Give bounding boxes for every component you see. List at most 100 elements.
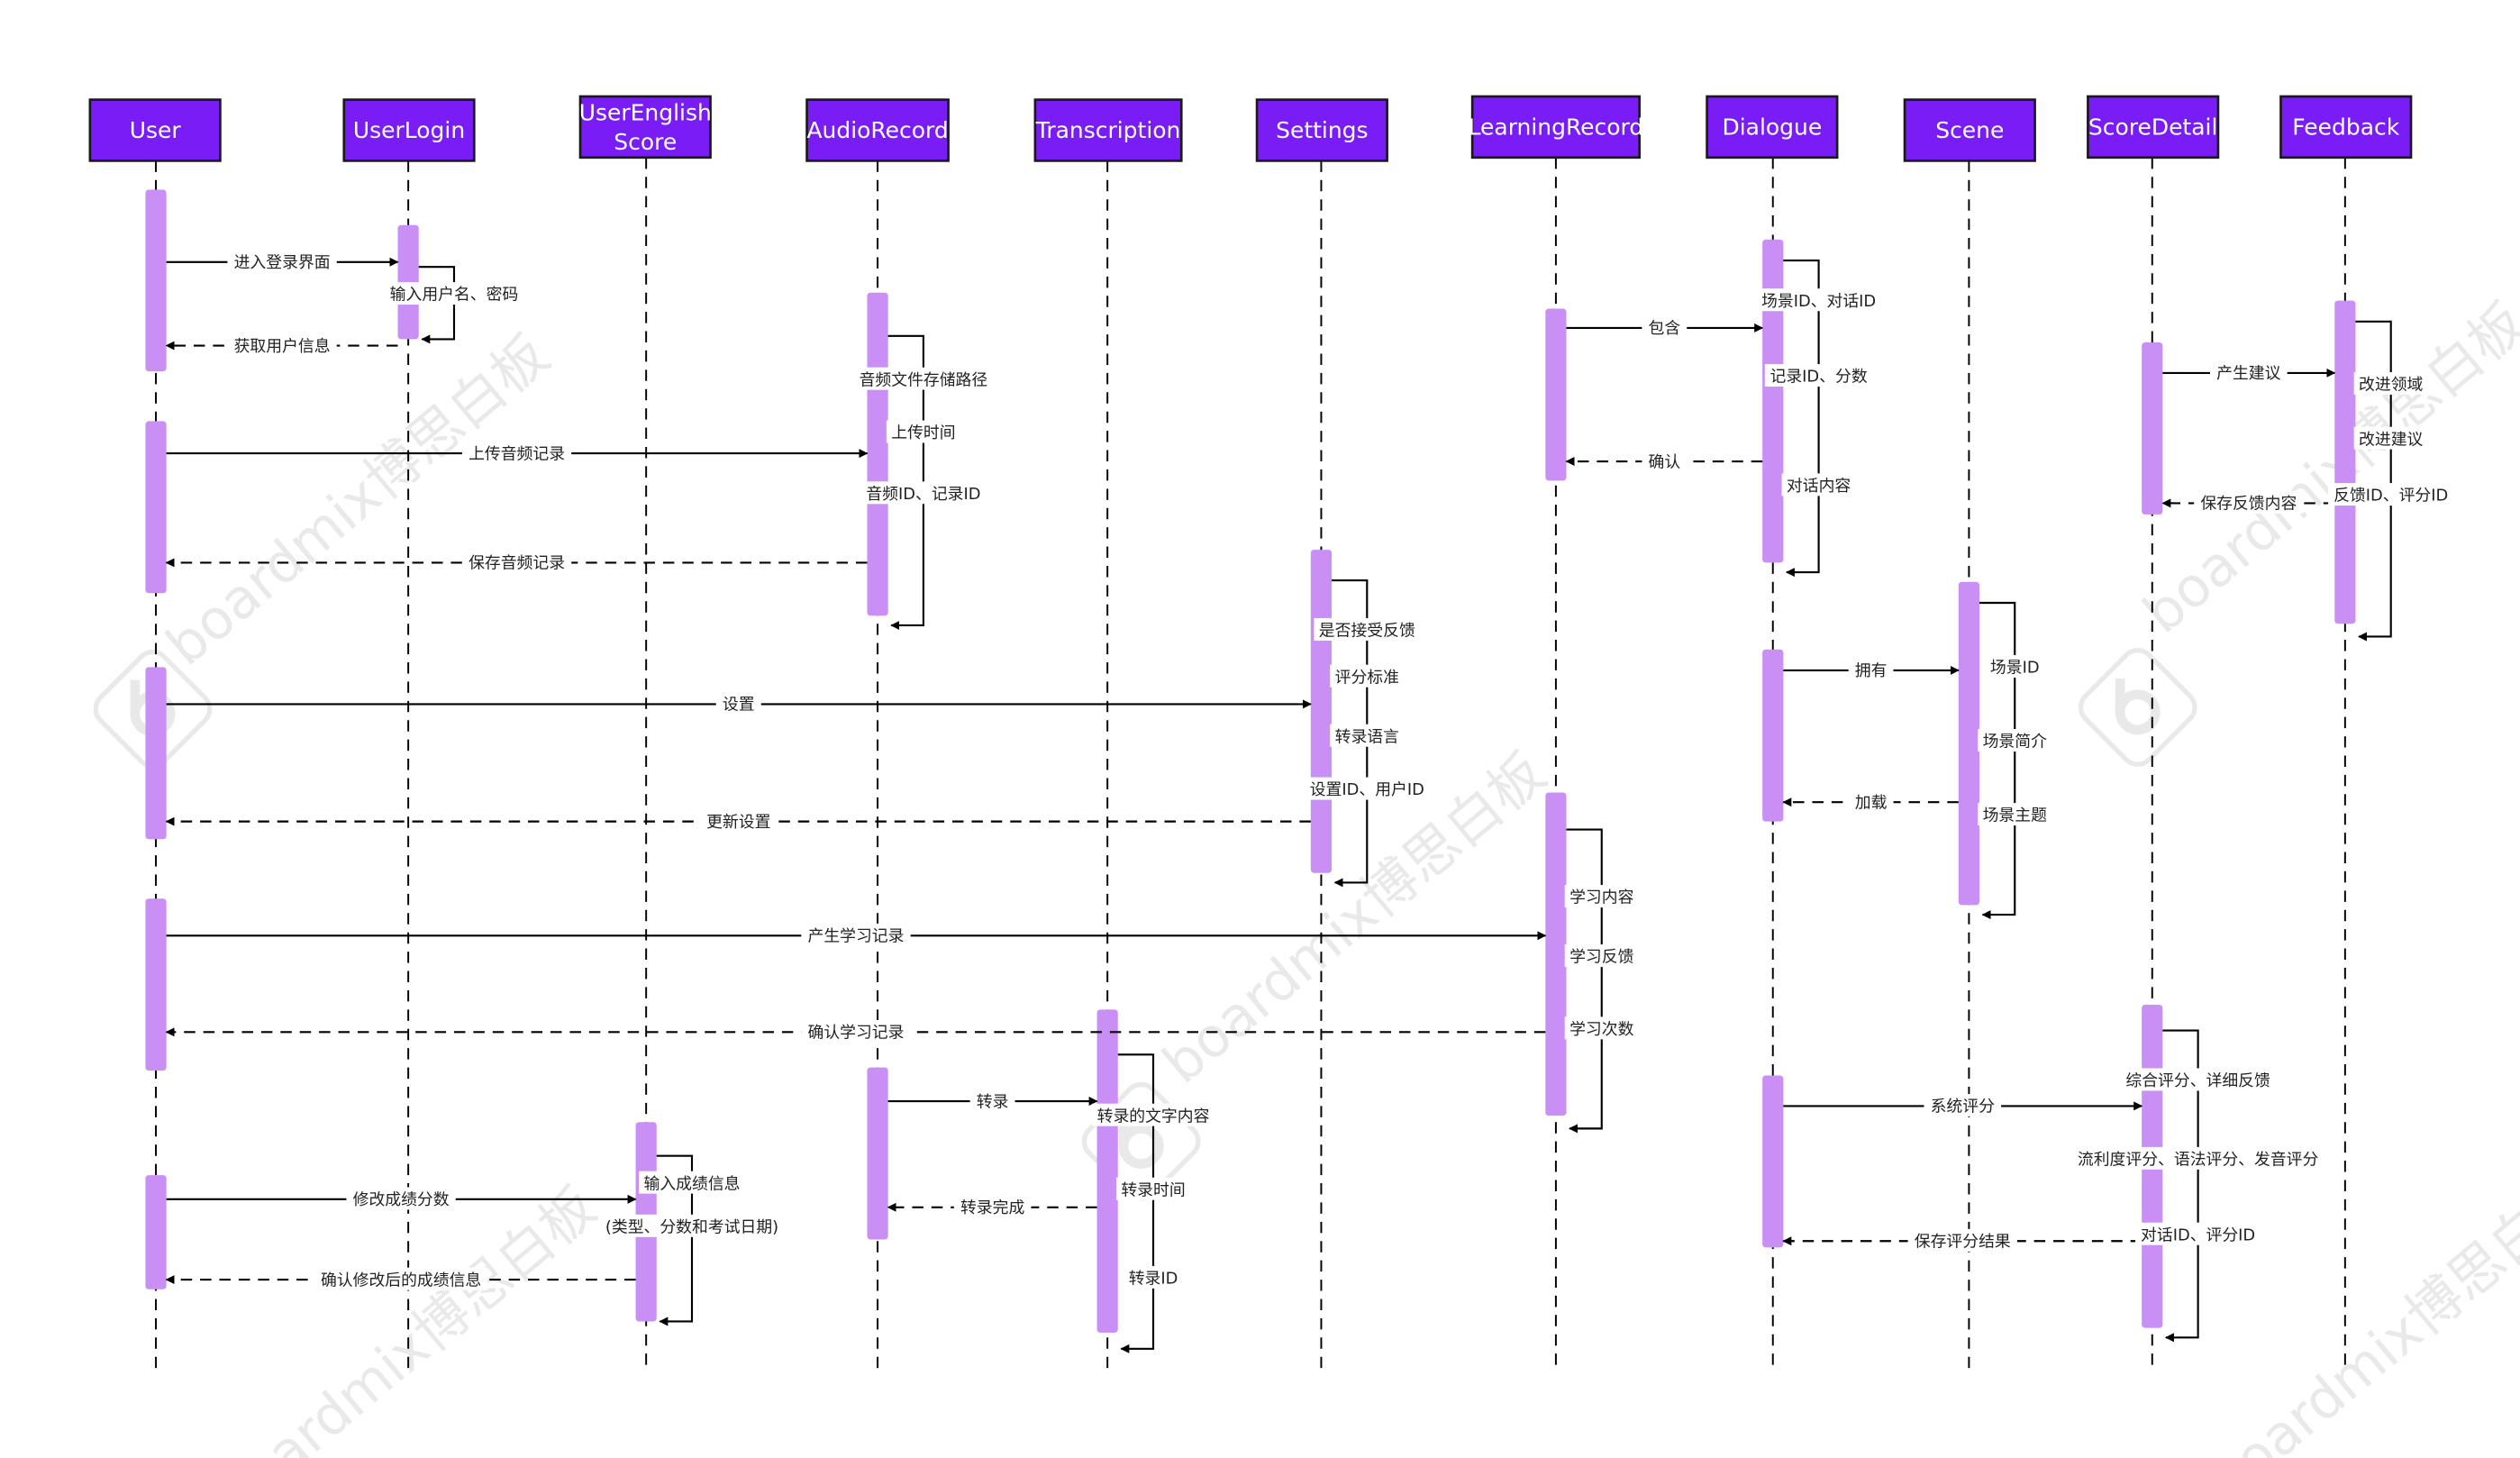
lifeline-header-LearningRecord: LearningRecord: [1469, 95, 1644, 159]
message-19: 产生建议: [2162, 360, 2336, 384]
message-label: 拥有: [1855, 661, 1888, 680]
self-message-label: 学习内容: [1569, 888, 1633, 907]
message-6: 更新设置: [165, 809, 1311, 833]
lifeline-title: ScoreDetail: [2088, 114, 2218, 141]
message-label: 产生建议: [2216, 364, 2280, 383]
lifelines: [155, 157, 2346, 1370]
self-message-label: 评分标准: [1335, 668, 1399, 687]
self-message-label: 转录时间: [1121, 1180, 1185, 1199]
message-13: 包含: [1566, 315, 1764, 339]
message-label: 获取用户信息: [234, 337, 331, 356]
lifeline-header-ScoreDetail: ScoreDetail: [2087, 95, 2220, 159]
activation-bar: [867, 1067, 888, 1240]
self-message-label: (类型、分数和考试日期): [605, 1217, 778, 1236]
message-label: 上传音频记录: [469, 444, 565, 463]
lifeline-header-Scene: Scene: [1903, 98, 2036, 162]
lifeline-header-UserLogin: UserLogin: [342, 98, 476, 162]
message-20: 保存反馈内容: [2161, 491, 2335, 514]
activation-bar: [2142, 342, 2163, 515]
self-message-label: 记录ID、分数: [1770, 368, 1868, 387]
activation-bar: [867, 292, 888, 616]
watermark-text: boardmix博思白板: [155, 323, 561, 679]
message-label: 保存音频记录: [469, 554, 565, 573]
activations: [145, 189, 2356, 1333]
message-label: 加载: [1855, 793, 1888, 812]
lifeline-title: LearningRecord: [1469, 114, 1644, 141]
lifeline-title: Settings: [1276, 117, 1368, 143]
message-18: 保存评分结果: [1782, 1228, 2142, 1252]
message-label: 更新设置: [706, 813, 770, 832]
activation-bar: [1096, 1009, 1118, 1333]
self-message-label: 流利度评分、语法评分、发音评分: [2078, 1151, 2319, 1170]
self-message-label: 对话ID、评分ID: [2141, 1226, 2255, 1244]
message-17: 系统评分: [1783, 1094, 2143, 1116]
message-label: 保存评分结果: [1915, 1232, 2011, 1251]
activation-bar: [1310, 550, 1333, 873]
watermark-text: boardmix博思白板: [2197, 1159, 2520, 1458]
lifeline-title: Dialogue: [1723, 114, 1823, 141]
activation-bar: [145, 421, 167, 594]
lifeline-header-Transcription: Transcription: [1033, 98, 1183, 162]
message-1: 进入登录界面: [166, 250, 399, 273]
message-10: 转录完成: [887, 1195, 1097, 1218]
message-4: 保存音频记录: [165, 551, 868, 573]
message-11: 修改成绩分数: [166, 1187, 637, 1210]
lifeline-header-Dialogue: Dialogue: [1706, 95, 1839, 159]
activation-bar: [145, 1175, 167, 1289]
self-message-label: 改进建议: [2359, 430, 2423, 449]
lifeline-title: Scene: [1935, 117, 2004, 143]
self-message-label: 转录的文字内容: [1097, 1107, 1210, 1125]
lifeline-header-AudioRecord: AudioRecord: [805, 98, 950, 162]
self-message-UserLogin: 输入用户名、密码: [385, 266, 523, 344]
messages: 进入登录界面获取用户信息上传音频记录保存音频记录设置更新设置产生学习记录确认学习…: [165, 250, 2454, 1353]
self-message-label: 设置ID、用户ID: [1310, 780, 1424, 799]
message-2: 获取用户信息: [165, 333, 398, 357]
activation-bar: [1762, 649, 1784, 822]
activation-bar: [145, 667, 167, 840]
self-message-label: 对话内容: [1787, 477, 1851, 496]
lifeline-header-Feedback: Feedback: [2279, 95, 2413, 159]
self-message-label: 反馈ID、评分ID: [2334, 487, 2448, 506]
lifeline-header-User: User: [88, 98, 222, 162]
lifeline-title: Score: [614, 129, 677, 155]
message-15: 拥有: [1783, 658, 1960, 681]
message-label: 转录: [977, 1092, 1009, 1111]
lifeline-title: Feedback: [2292, 114, 2399, 141]
message-8: 确认学习记录: [165, 1019, 1546, 1043]
self-message-label: 综合评分、详细反馈: [2125, 1071, 2270, 1090]
message-label: 系统评分: [1931, 1098, 1995, 1116]
message-label: 保存反馈内容: [2200, 495, 2297, 514]
message-label: 修改成绩分数: [353, 1190, 450, 1209]
self-message-label: 音频文件存储路径: [860, 370, 988, 389]
self-message-label: 学习反馈: [1569, 948, 1633, 967]
message-5: 设置: [166, 692, 1312, 715]
self-message-label: 转录ID: [1129, 1270, 1178, 1289]
self-message-label: 场景ID: [1990, 659, 2040, 678]
message-label: 设置: [723, 696, 755, 715]
lifeline-title: UserEnglish: [579, 99, 712, 125]
lifeline-title: Transcription: [1035, 117, 1181, 143]
self-message-label: 场景简介: [1983, 733, 2047, 752]
watermark-text: boardmix博思白板: [2132, 291, 2520, 646]
message-label: 确认修改后的成绩信息: [321, 1271, 481, 1289]
activation-bar: [1762, 1075, 1784, 1248]
self-message-label: 场景主题: [1983, 806, 2047, 825]
message-16: 加载: [1782, 789, 1959, 813]
watermark-text: boardmix博思白板: [204, 1175, 610, 1458]
lifeline-title: User: [130, 117, 182, 143]
watermark-logo-icon: [2078, 648, 2197, 767]
message-9: 转录: [887, 1089, 1098, 1112]
lifeline-header-Settings: Settings: [1255, 98, 1388, 162]
self-message-label: 场景ID、对话ID: [1761, 292, 1876, 311]
message-3: 上传音频记录: [166, 441, 869, 464]
activation-bar: [1545, 792, 1567, 1116]
self-message-label: 音频ID、记录ID: [866, 485, 980, 504]
activation-bar: [1958, 581, 1979, 906]
